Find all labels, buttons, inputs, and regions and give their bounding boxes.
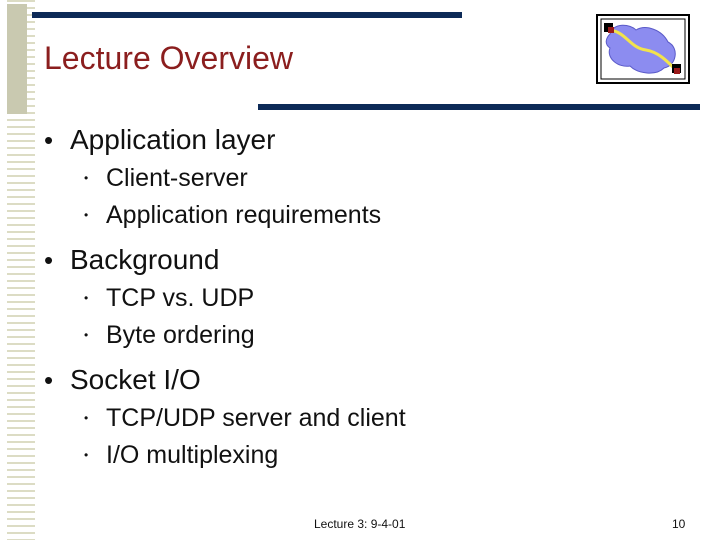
list-item: • Application requirements (84, 201, 684, 238)
section-heading: • Background (44, 244, 684, 284)
section-heading: • Application layer (44, 124, 684, 164)
footer-lecture-date: Lecture 3: 9-4-01 (314, 517, 406, 531)
section-background: • Background • TCP vs. UDP • Byte orderi… (44, 244, 684, 358)
page-number: 10 (672, 517, 686, 531)
bullet: • (84, 291, 89, 305)
section-label: Application layer (70, 124, 276, 155)
bullet: • (44, 245, 54, 275)
list-item: • I/O multiplexing (84, 441, 684, 478)
list-item: • Client-server (84, 164, 684, 201)
bullet: • (84, 171, 89, 185)
section-application-layer: • Application layer • Client-server • Ap… (44, 124, 684, 238)
item-label: Client-server (106, 164, 248, 192)
bullet: • (84, 208, 89, 222)
item-label: I/O multiplexing (106, 441, 279, 469)
item-label: TCP vs. UDP (106, 284, 255, 312)
slide-title: Lecture Overview (44, 40, 293, 76)
list-item: • TCP/UDP server and client (84, 404, 684, 441)
section-label: Socket I/O (70, 364, 201, 395)
bullet: • (84, 411, 89, 425)
list-item: • Byte ordering (84, 321, 684, 358)
slide-body: • Application layer • Client-server • Ap… (44, 120, 684, 484)
item-label: TCP/UDP server and client (106, 404, 406, 432)
section-heading: • Socket I/O (44, 364, 684, 404)
bullet: • (84, 328, 89, 342)
side-accent-bar (7, 4, 27, 114)
bullet: • (84, 448, 89, 462)
bullet: • (44, 125, 54, 155)
title-rule (258, 104, 700, 110)
section-label: Background (70, 244, 220, 275)
top-rule (32, 12, 462, 18)
section-socket-io: • Socket I/O • TCP/UDP server and client… (44, 364, 684, 478)
bullet: • (44, 365, 54, 395)
list-item: • TCP vs. UDP (84, 284, 684, 321)
item-label: Byte ordering (106, 321, 255, 349)
item-label: Application requirements (106, 201, 382, 229)
network-logo-icon (596, 14, 690, 84)
